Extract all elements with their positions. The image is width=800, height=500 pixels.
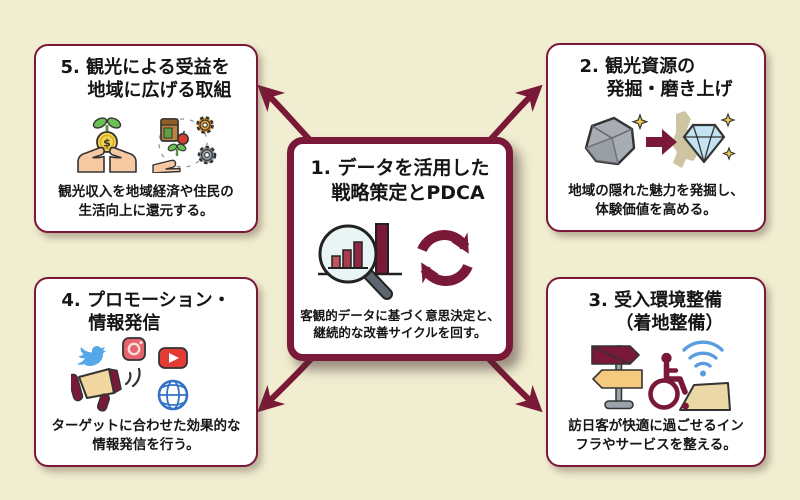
- wifi-icon: [682, 340, 724, 377]
- coin-dollar-glyph: $: [103, 136, 111, 149]
- arrow-right-icon: [646, 128, 677, 155]
- instagram-icon: [122, 337, 146, 362]
- box2-icons: [576, 102, 736, 182]
- youtube-icon: [158, 347, 188, 370]
- arrival-icons: [591, 340, 731, 412]
- promotion-icons: [71, 337, 189, 412]
- gear-icon: [196, 115, 217, 165]
- card-regional-benefit: 5. 観光による受益を 地域に広げる取組 $: [34, 44, 258, 233]
- card-arrival-environment: 3. 受入環境整備 （着地整備）: [546, 277, 766, 467]
- center-body: 客観的データに基づく意思決定と、 継続的な改善サイクルを回す。: [300, 307, 500, 341]
- globe-icon: [157, 379, 189, 411]
- magnifier-bar-chart-icon: [318, 222, 473, 300]
- diamond-icon: [682, 123, 726, 163]
- rock-to-diamond-icon: [584, 110, 736, 168]
- box3-body: 訪日客が快適に過ごせるイン フラやサービスを整える。: [568, 417, 744, 453]
- arrow-bottom-left: [257, 356, 314, 413]
- sparkle-icon: [631, 112, 649, 131]
- card-resource-discovery: 2. 観光資源の 発掘・磨き上げ: [546, 43, 766, 232]
- pdca-cycle-icon: [417, 230, 473, 286]
- box5-title: 5. 観光による受益を 地域に広げる取組: [60, 57, 232, 102]
- rough-stone-icon: [584, 116, 636, 165]
- card-data-strategy-pdca: 1. データを活用した 戦略策定とPDCA: [287, 137, 513, 361]
- twitter-bird-icon: [77, 346, 106, 367]
- megaphone-icon: [71, 368, 141, 412]
- box3-title: 3. 受入環境整備 （着地整備）: [588, 290, 724, 335]
- box3-icons: [580, 336, 732, 417]
- signpost-icon: [591, 345, 643, 410]
- box2-body: 地域の隠れた魅力を発掘し、 体験価値を高める。: [568, 182, 744, 218]
- box2-title: 2. 観光資源の 発掘・磨き上げ: [579, 56, 733, 101]
- wheelchair-icon: [648, 353, 689, 411]
- arrow-top-right: [486, 84, 543, 144]
- card-promotion: 4. プロモーション・ 情報発信: [34, 277, 258, 467]
- center-title: 1. データを活用した 戦略策定とPDCA: [310, 157, 490, 204]
- center-icons: [312, 205, 488, 306]
- box4-body: ターゲットに合わせた効果的な 情報発信を行う。: [51, 417, 241, 453]
- hands-holding-coin-icon: $: [77, 117, 137, 173]
- ramp-icon: [679, 382, 731, 412]
- arrow-top-left: [257, 84, 314, 144]
- arrow-bottom-right: [486, 356, 543, 413]
- box5-icons: $: [75, 103, 217, 183]
- box4-icons: [71, 336, 221, 417]
- local-products-gears-icon: [152, 115, 217, 173]
- box5-body: 観光収入を地域経済や住民の 生活向上に還元する。: [58, 183, 234, 219]
- box4-title: 4. プロモーション・ 情報発信: [61, 290, 231, 335]
